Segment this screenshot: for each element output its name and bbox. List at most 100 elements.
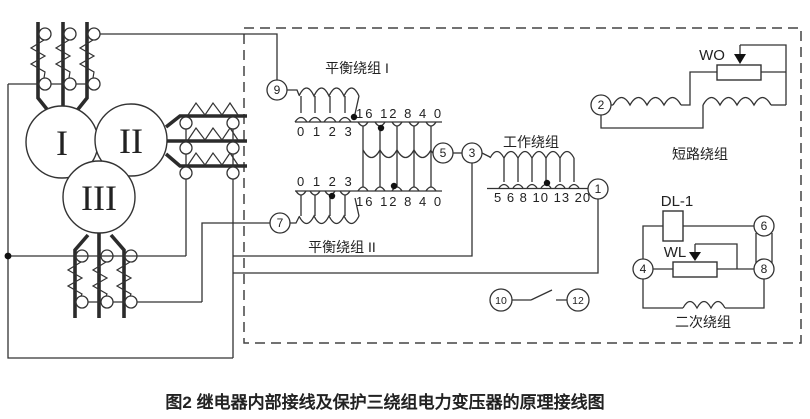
ct2-zigzag-a [187,101,239,117]
ct1-primary-phase-c [73,22,89,115]
balance-winding2-label: 平衡绕组 II [308,239,376,255]
short-circuit-bottom-loop [600,105,704,129]
dl1-contact-body [662,210,684,242]
secondary-winding-assembly: 4 6 8 DL-1 WL 二次绕组 [632,193,775,330]
wire-to-terminal7 [201,222,270,302]
terminal3-lead [481,152,491,158]
terminal-3-number: 3 [469,146,476,160]
open-contact-symbol [512,289,567,301]
ct1-primary-phase-a [36,22,52,115]
terminal-9-number: 9 [274,83,281,97]
ct3-zigzag-b [91,261,109,297]
short-circuit-winding-assembly: 2 WO 短路绕组 [590,44,787,162]
secondary-winding-coil [682,300,726,310]
dl-branch-wire [642,225,754,259]
wl-wiper-arrow [689,252,701,261]
secondary-circuit-wires [4,33,599,359]
terminal-8-number: 8 [761,262,768,276]
terminal-10-number: 10 [495,295,507,307]
tap-dot-lower-left [328,192,336,200]
terminal-4-number: 4 [640,262,647,276]
secondary-winding-label: 二次绕组 [675,314,731,330]
ct2-zigzag-c [187,151,239,167]
ct2-secondary-terminal [226,166,240,180]
working-winding-label: 工作绕组 [503,134,559,150]
wl-label: WL [664,244,687,261]
secondary-bottom-loop [642,279,765,309]
working-winding-assembly: 5 3 工作绕组 5 6 8 10 13 20 1 [432,134,609,205]
ct2-secondary-terminal [226,116,240,130]
ct3-primary-phase-a [73,233,90,318]
ct3-secondary-terminal [75,295,89,309]
balance1-position-numbers: 0 1 2 3 [297,124,354,139]
middle-winding-coil [362,148,432,159]
ct1-secondary-terminal [38,77,52,91]
tap-dot-upper-left [350,113,358,121]
wo-resistor-body [716,64,762,81]
wo-wiper-return-wire [740,44,787,105]
ct3-primary-phase-c [109,233,126,318]
output-contact-assembly: 10 12 [489,288,590,312]
ct1-secondary-terminal [63,77,77,91]
ct1-secondary-terminal [87,77,101,91]
ct1-secondary-terminal [38,27,52,41]
wo-wiper-arrow [734,54,746,64]
ct1-secondary-terminal [87,27,101,41]
terminal-2-number: 2 [598,98,605,112]
balance2-turn-numbers: 16 12 8 4 0 [356,194,443,209]
winding2-numeral: II [119,121,143,161]
ct-group-winding2 [164,101,247,358]
ct2-primary-phase-c [164,152,247,168]
terminal9-lead [287,89,300,96]
ct2-secondary-terminal [179,141,193,155]
short-circuit-coil-left [612,96,682,107]
wl-resistor-body [672,261,718,278]
ct3-zigzag-a [66,261,84,297]
dl1-label: DL-1 [661,193,694,210]
balance-winding-assembly: 平衡绕组 I 9 0 1 2 3 16 12 8 4 0 0 1 2 3 16 … [266,60,443,255]
working-winding-coil [489,150,575,160]
balance2-position-numbers: 0 1 2 3 [297,174,354,189]
ct1-zigzag-b [54,39,72,79]
short-circuit-coil-right [702,96,772,107]
relay-enclosure-dashed-box [243,27,802,344]
wire-to-terminal1 [233,199,599,274]
balance-winding1-tap-legs [300,95,360,115]
junction-dot [4,252,12,260]
winding1-numeral: I [56,123,68,163]
terminal-7-number: 7 [277,216,284,230]
balance-winding1-label: 平衡绕组 I [325,60,389,76]
transformer-and-ct-section: I II III [4,22,599,359]
tap-dot-working [543,179,551,187]
ct3-secondary-terminal [100,295,114,309]
wire-coil-to-wo [681,71,717,106]
ct2-secondary-terminal [179,166,193,180]
terminal-5-number: 5 [440,146,447,160]
tap-dot-lower-right [390,182,398,190]
balance-winding1-tap-contacts [294,116,352,123]
wire-to-terminal3 [233,163,473,257]
terminal-1 [587,178,609,200]
balance-winding1-coil [298,87,360,98]
middle-winding-tap-lines [362,126,432,187]
ct-group-winding1 [8,22,101,115]
working-winding-tap-contacts [498,183,580,189]
working-winding-tap-legs [503,158,575,182]
winding3-numeral: III [81,178,117,218]
left-return-bus [7,84,233,359]
tap-dot-upper-right [377,124,385,132]
three-winding-transformer-symbol: I II III [25,103,168,234]
ct2-primary-phase-a [164,114,247,129]
terminal-1-number: 1 [595,182,602,196]
ct2-secondary-terminal [179,116,193,130]
short-circuit-winding-label: 短路绕组 [672,146,728,162]
wl-wiper-return-wire [695,243,738,269]
ct3-secondary-terminal [124,295,138,309]
ct2-zigzag-b [187,126,239,142]
terminal7-lead [290,216,300,224]
ct3-zigzag-c [115,261,133,297]
wire-to-terminal9 [100,33,278,80]
balance-winding2-tap-legs [300,195,360,217]
